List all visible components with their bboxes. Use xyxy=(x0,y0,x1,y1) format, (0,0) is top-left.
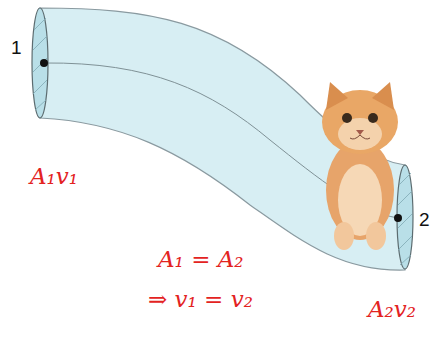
callout-number: 2 xyxy=(419,210,430,229)
callout-number: 1 xyxy=(11,38,22,57)
handwritten-note: A₁v₁ xyxy=(30,165,78,188)
point-dot xyxy=(40,59,48,67)
hatching xyxy=(33,18,47,110)
handwritten-note: A₂v₂ xyxy=(368,298,416,321)
handwritten-note: ⇒ v₁ = v₂ xyxy=(148,288,253,311)
cat-picture xyxy=(322,82,398,250)
handwritten-note: A₁ = A₂ xyxy=(158,248,244,271)
pipe-body xyxy=(40,8,405,270)
point-dot xyxy=(394,214,402,222)
cross-section xyxy=(32,8,48,118)
